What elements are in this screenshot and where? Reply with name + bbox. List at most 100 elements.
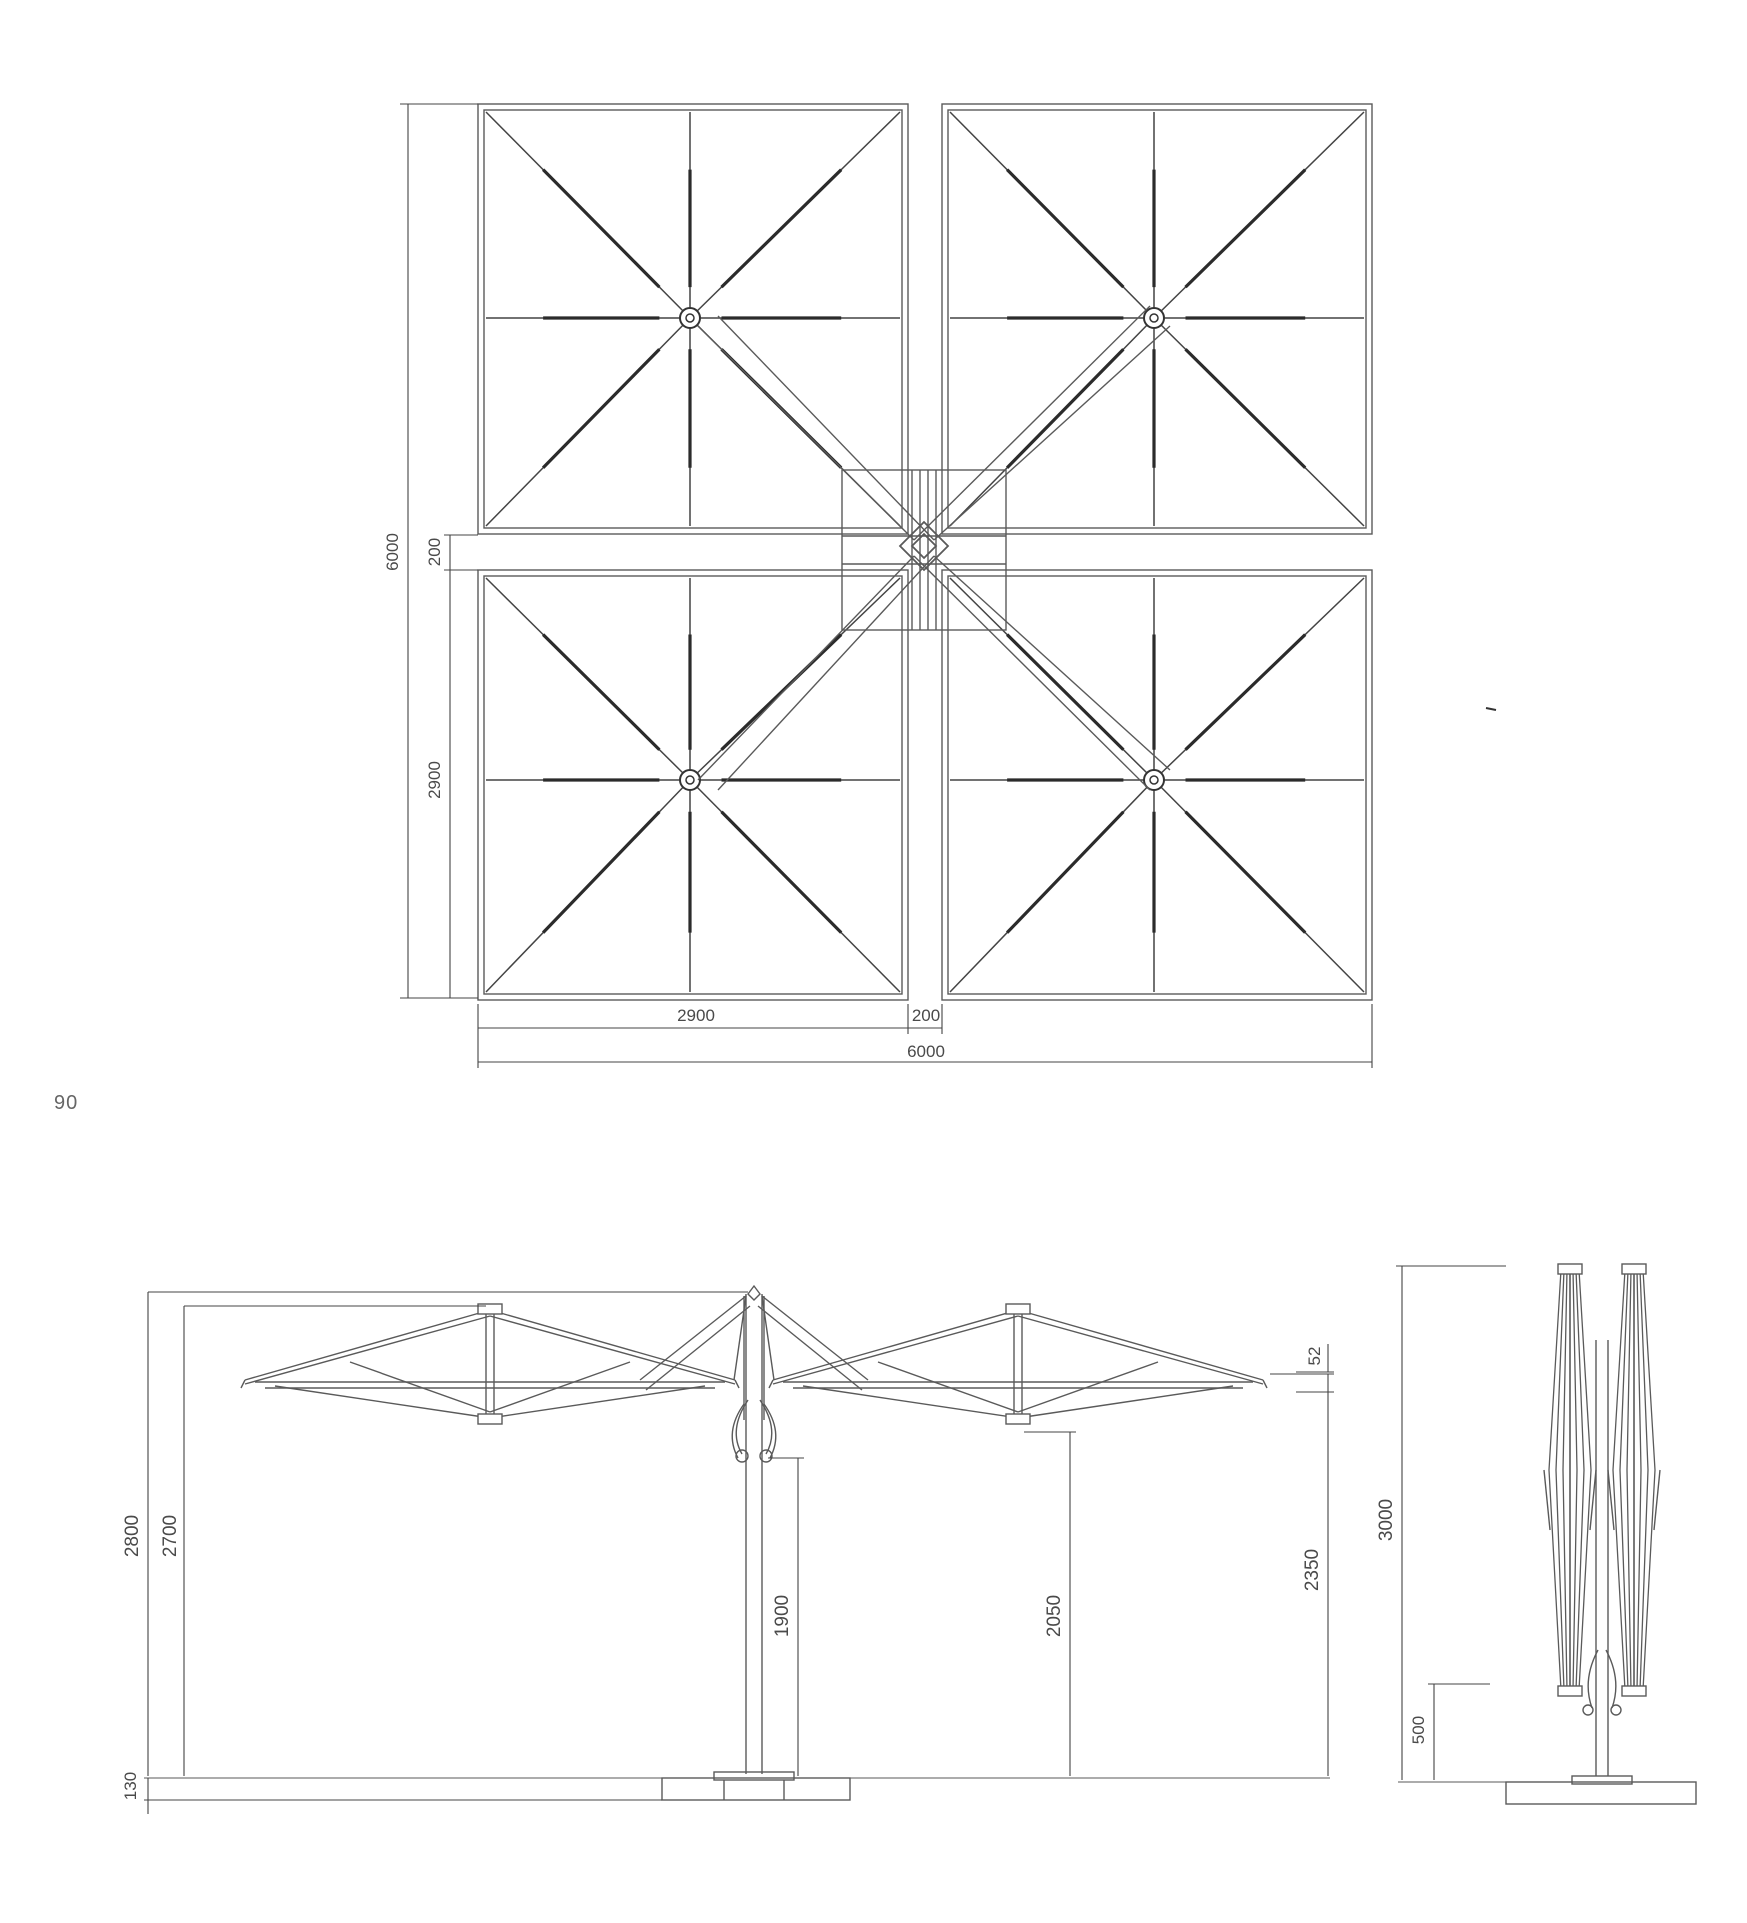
rib-tip [734,1379,740,1389]
central-mast-frame [841,469,1007,631]
closed-bundle-left [1543,1263,1597,1697]
side-canopy-left [240,1303,740,1425]
folded-rib [1626,1269,1632,1691]
dim-clearance-hub: 2050 [1044,1595,1065,1637]
side-view [144,1284,1330,1801]
upper-rib [1017,1315,1264,1385]
bundle-edge [1589,1469,1597,1531]
canopy-plan-3 [477,569,909,1001]
bottom-hub [477,1413,503,1425]
rib-segment [1005,168,1125,289]
umbrella-base [661,1777,851,1801]
upper-rib [772,1309,1019,1381]
stray-mark [1485,707,1497,711]
dim-base-height: 130 [121,1772,140,1800]
rib-segment [720,810,843,934]
side-mast [731,1294,777,1774]
canopy-hub-center [685,313,695,323]
upper-rib [772,1315,1019,1385]
upper-rib [244,1309,491,1381]
stretcher [489,1361,631,1413]
upper-rib [489,1315,736,1385]
upper-rib [1017,1309,1264,1381]
rib-segment [720,168,843,289]
bundle-bottom-cap [1557,1685,1583,1697]
folded-rib [1639,1269,1649,1691]
dim-canopy-width: 2900 [677,1006,715,1025]
side-dimensions [144,1291,1334,1814]
closed-bundle-right [1607,1263,1661,1697]
dim-base-to-handle: 500 [1409,1716,1428,1744]
top-hub [1005,1303,1031,1315]
bundle-edge [1543,1469,1551,1531]
closed-dimensions [1396,1265,1506,1780]
dim-gap-horizontal: 200 [912,1006,940,1025]
canopy-outer-frame [941,569,1373,1001]
canopy-inner-frame [483,109,903,529]
rib-segment [541,168,661,289]
canopy-plan-2 [941,103,1373,535]
closed-base [1505,1781,1697,1805]
bundle-top-cap [1557,1263,1583,1275]
rib-segment [1184,810,1307,934]
bundle-edge [1607,1469,1615,1531]
rib-segment [541,348,661,469]
stretcher [877,1361,1019,1413]
stretcher [274,1385,491,1419]
folded-rib [1578,1269,1592,1691]
rib-segment [1184,168,1307,289]
rib-tip [1262,1379,1268,1389]
canopy-outer-frame [477,103,909,535]
dim-edge-offset: 52 [1305,1347,1324,1366]
upper-rib [489,1309,736,1381]
canopy-outer-frame [941,103,1373,535]
canopy-inner-frame [947,575,1367,995]
side-dimension-labels: 2800 2700 130 1900 2050 2350 52 [121,1347,1324,1801]
rib-segment [1005,348,1125,469]
rib-segment [1005,633,1125,751]
side-apex-arms [639,1284,869,1391]
stretcher [802,1385,1019,1419]
folded-rib [1642,1269,1656,1691]
side-canopy-right [768,1303,1268,1425]
stretcher [349,1361,491,1413]
folded-rib [1636,1269,1642,1691]
folded-rib [1555,1269,1565,1691]
mast-arms [697,305,1171,791]
top-hub [477,1303,503,1315]
rib-segment [1005,810,1125,934]
stretcher [489,1385,706,1419]
rib-segment [541,633,661,751]
bundle-edge [1653,1469,1661,1531]
plan-view [477,103,1373,1001]
dim-total-height: 2800 [122,1515,143,1557]
dim-closed-height: 3000 [1376,1499,1397,1541]
folded-rib [1619,1269,1629,1691]
folded-rib [1575,1269,1585,1691]
rib-segment [1184,633,1307,751]
canopy-inner-frame [483,575,903,995]
dim-overall-width: 6000 [907,1042,945,1061]
dim-overall-height: 6000 [383,533,402,571]
dim-gap-vertical: 200 [425,538,444,566]
rib-segment [541,810,661,934]
folded-rib [1572,1269,1578,1691]
plan-dimensions [400,103,1373,1068]
rib-segment [1184,348,1307,469]
dim-clearance-edge: 2350 [1302,1549,1323,1591]
upper-rib [244,1315,491,1385]
canopy-hub-center [1149,775,1159,785]
dim-canopy-height: 2900 [425,761,444,799]
rib-tip [768,1379,774,1389]
folded-rib [1562,1269,1568,1691]
folded-rib [1612,1269,1626,1691]
canopy-hub-center [1149,313,1159,323]
dim-clearance-mast: 1900 [772,1595,793,1637]
page-number: 90 [54,1092,79,1114]
bundle-top-cap [1621,1263,1647,1275]
dim-canopy-top: 2700 [160,1515,181,1557]
stretcher [1017,1361,1159,1413]
canopy-outer-frame [477,569,909,1001]
canopy-inner-frame [947,109,1367,529]
